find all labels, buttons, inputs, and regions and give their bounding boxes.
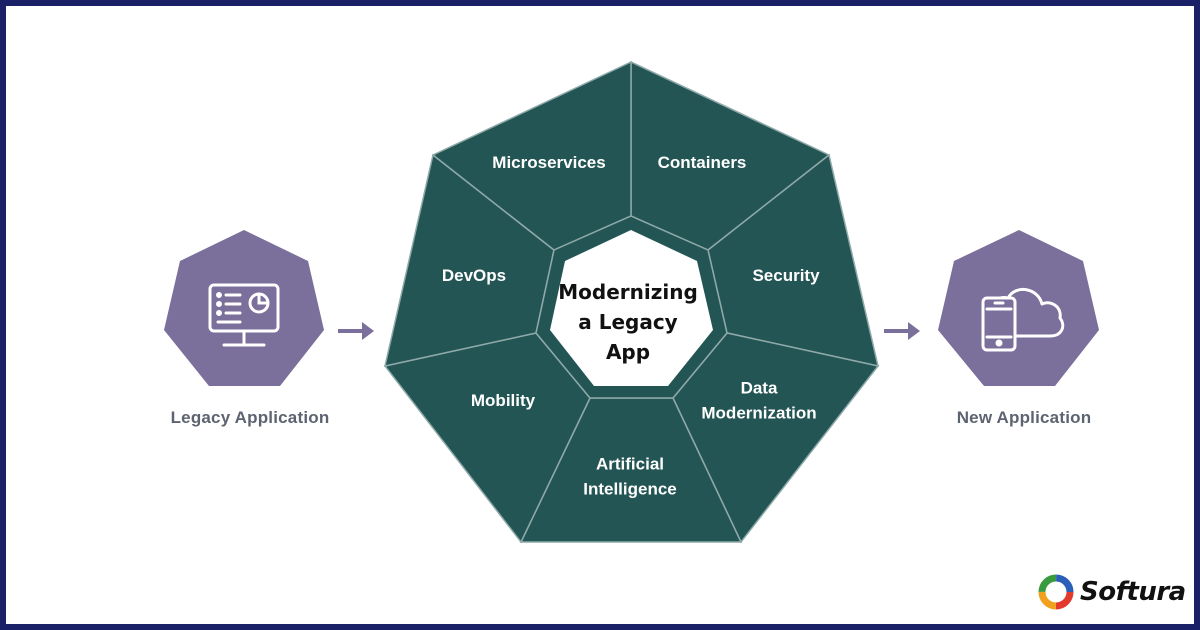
- softura-brand: Softura: [1038, 574, 1186, 610]
- center-title-line: Modernizing: [558, 280, 698, 304]
- segment-label: Mobility: [471, 391, 536, 410]
- brand-name: Softura: [1080, 577, 1186, 607]
- segment-label: Containers: [658, 153, 747, 172]
- center-title-line: a Legacy: [578, 310, 677, 334]
- new-application-label: New Application: [956, 408, 1092, 427]
- segment-label: Microservices: [492, 153, 605, 172]
- center-core: [550, 230, 713, 386]
- new-app-heptagon: [938, 230, 1099, 386]
- segment-label: Data: [741, 379, 778, 398]
- segment-label: DevOps: [442, 266, 506, 285]
- dashboard-monitor-icon: [208, 283, 280, 347]
- center-title-line: App: [606, 340, 650, 364]
- softura-logo-icon: [1038, 574, 1074, 610]
- arrow-legacy-to-center: [338, 322, 374, 340]
- segment-label: Intelligence: [583, 480, 677, 499]
- legacy-heptagon: [164, 230, 324, 386]
- segment-label: Security: [752, 266, 820, 285]
- legacy-application-label: Legacy Application: [170, 408, 330, 427]
- segment-label: Artificial: [596, 455, 664, 474]
- segment-label: Modernization: [701, 404, 816, 423]
- arrow-center-to-new: [884, 322, 920, 340]
- phone-cloud-icon: [981, 288, 1065, 352]
